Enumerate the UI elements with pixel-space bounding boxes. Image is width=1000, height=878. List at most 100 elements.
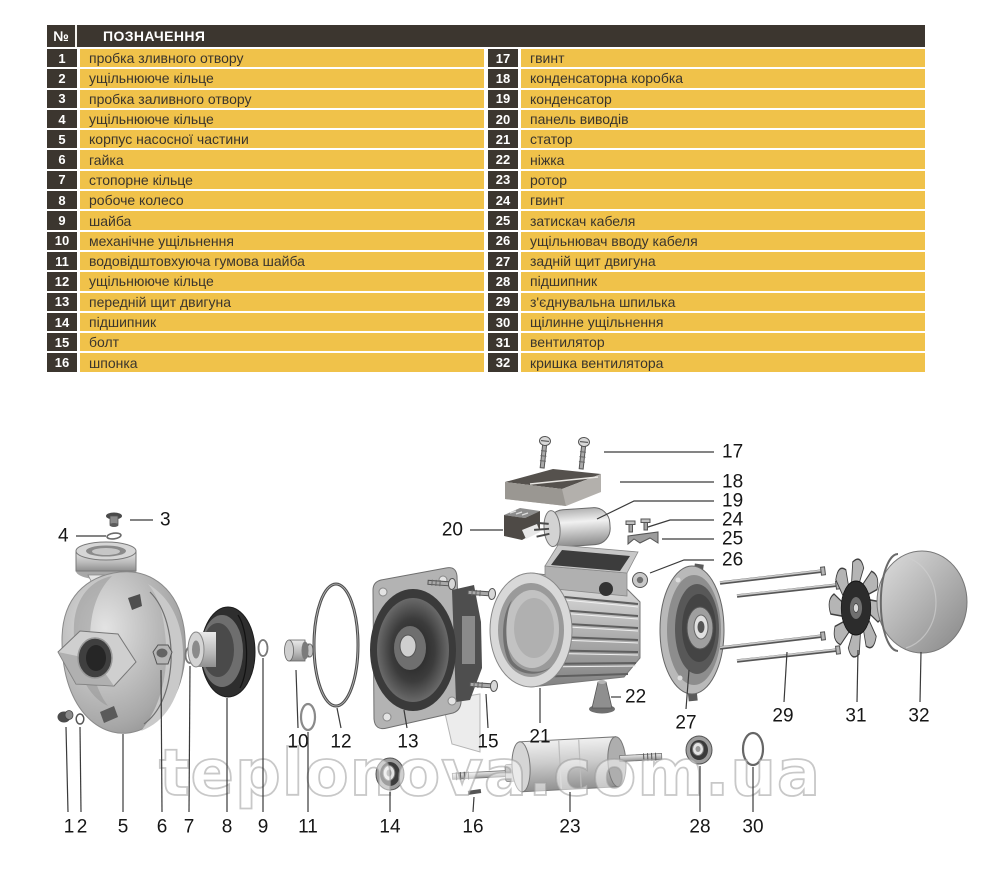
row-label: пробка зливного отвору [80,49,484,68]
callout-label-23: 23 [559,817,580,838]
part-stator-21 [489,544,641,688]
leader-line-7 [188,665,191,813]
part-oring-4 [106,532,122,540]
header-number-cell: № [47,25,77,47]
row-label: ущільнююче кільце [80,109,484,129]
row-label: гвинт [521,191,925,210]
leader-line-27 [685,669,690,710]
leader-line-24 [647,519,714,528]
leader-line-31 [856,649,859,703]
leader-line-29 [783,651,788,703]
callout-label-18: 18 [722,472,743,493]
row-number: 22 [488,150,518,169]
row-number: 13 [47,292,77,311]
leader-line-10 [295,669,299,729]
leader-line-1 [65,726,69,813]
part-pump-casing-5 [57,541,186,734]
row-label: задній щит двигуна [521,251,925,271]
row-number: 31 [488,333,518,352]
leader-line-6 [160,669,163,813]
leader-line-16 [472,796,475,813]
row-number: 18 [488,69,518,88]
row-number: 12 [47,272,77,291]
header-name-cell: ПОЗНАЧЕННЯ [103,28,206,44]
row-number: 10 [47,231,77,250]
callout-label-9: 9 [258,817,269,838]
callout-label-3: 3 [160,510,171,531]
part-terminal-panel-20 [504,508,540,540]
row-number: 4 [47,109,77,129]
row-number: 7 [47,170,77,190]
row-label: панель виводів [521,109,925,129]
row-label: ротор [521,170,925,190]
part-capacitor-19 [534,507,611,548]
leader-line-12 [336,707,342,729]
callout-label-26: 26 [722,550,743,571]
row-label: ніжка [521,150,925,169]
leader-line-19 [596,500,714,520]
leader-line-32 [919,651,922,703]
row-label: шпонка [80,353,484,372]
row-label: підшипник [80,312,484,332]
row-label: шайба [80,211,484,230]
part-cable-clamp-24 [625,518,651,533]
row-label: гайка [80,150,484,169]
part-oring-12 [312,582,360,708]
part-cable-gland-26 [632,572,648,588]
part-mech-seal-10 [284,639,314,662]
row-label: кришка вентилятора [521,353,925,372]
part-fan-cover-32 [876,550,968,654]
row-number: 25 [488,211,518,230]
row-label: водовідштовхуюча гумова шайба [80,251,484,271]
row-number: 1 [47,49,77,68]
row-number: 29 [488,292,518,311]
part-fan-31 [828,558,884,658]
callout-label-20: 20 [442,520,463,541]
callout-label-2: 2 [77,817,88,838]
row-number: 8 [47,191,77,210]
row-number: 24 [488,191,518,210]
row-label: передній щит двигуна [80,292,484,311]
row-label: конденсатор [521,89,925,108]
row-number: 3 [47,89,77,108]
row-label: з'єднувальна шпилька [521,292,925,311]
row-label: робоче колесо [80,191,484,210]
row-number: 17 [488,49,518,68]
callout-label-28: 28 [689,817,710,838]
part-bearing-28 [685,735,713,765]
callout-label-22: 22 [625,687,646,708]
row-number: 11 [47,251,77,271]
leader-line-13 [403,709,408,729]
row-number: 15 [47,333,77,352]
leader-line-2 [79,726,82,813]
callout-label-10: 10 [287,732,308,753]
callout-label-15: 15 [477,732,498,753]
row-number: 5 [47,130,77,149]
callout-label-29: 29 [772,706,793,727]
